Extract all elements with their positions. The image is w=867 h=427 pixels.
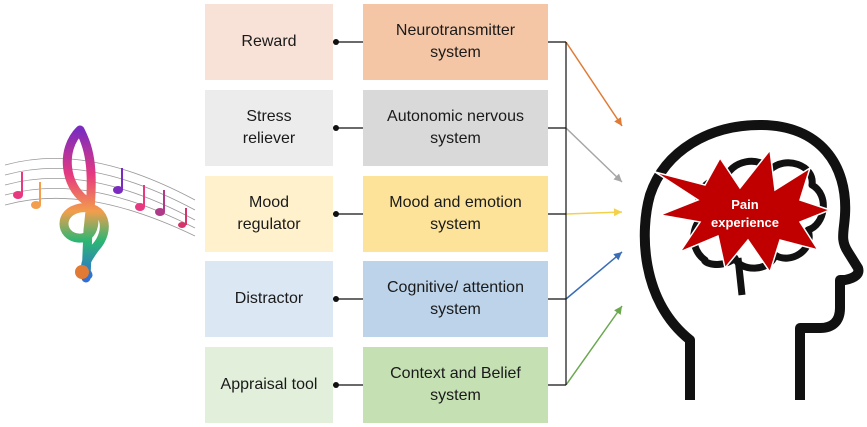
system-label: Autonomic nervous system xyxy=(387,108,524,147)
arrow-to-pain xyxy=(565,251,623,300)
pain-burst-shape xyxy=(654,148,833,274)
arrow-head xyxy=(613,252,622,261)
system-box-3: Mood and emotion system xyxy=(363,176,548,252)
effect-label: Distractor xyxy=(234,290,304,307)
arrow-to-pain xyxy=(565,305,623,386)
effect-label: Stress reliever xyxy=(242,108,296,147)
arrow-head xyxy=(613,208,622,217)
arrow-head xyxy=(613,173,622,182)
human-head-brain-icon xyxy=(639,120,864,400)
effect-label: Appraisal tool xyxy=(220,376,318,393)
effect-label: Mood regulator xyxy=(237,194,301,233)
connector-dot xyxy=(333,296,339,302)
connector-dot xyxy=(333,211,339,217)
effect-box-3: Mood regulator xyxy=(205,176,333,252)
system-box-4: Cognitive/ attention system xyxy=(363,261,548,337)
system-box-2: Autonomic nervous system xyxy=(363,90,548,166)
connector-dot xyxy=(333,39,339,45)
effect-label: Reward xyxy=(241,33,297,50)
arrow-to-pain xyxy=(565,41,623,127)
pain-burst xyxy=(654,148,833,274)
arrow-to-pain xyxy=(565,127,623,183)
system-label: Mood and emotion system xyxy=(389,194,522,233)
effect-box-2: Stress reliever xyxy=(205,90,333,166)
system-label: Context and Belief system xyxy=(390,365,521,404)
arrow-head xyxy=(614,117,622,126)
treble-clef-with-notes-icon xyxy=(4,125,196,283)
system-label: Neurotransmitter system xyxy=(395,22,516,61)
pain-experience-label: Pain experience xyxy=(711,197,779,230)
system-box-5: Context and Belief system xyxy=(363,347,548,423)
connector-dot xyxy=(333,382,339,388)
system-label: Cognitive/ attention system xyxy=(387,279,524,318)
connectors xyxy=(333,39,623,388)
system-box-1: Neurotransmitter system xyxy=(363,4,548,80)
effect-box-5: Appraisal tool xyxy=(205,347,333,423)
arrow-to-pain xyxy=(565,211,623,215)
connector-dot xyxy=(333,125,339,131)
arrow-head xyxy=(614,306,622,315)
effect-box-4: Distractor xyxy=(205,261,333,337)
effect-box-1: Reward xyxy=(205,4,333,80)
